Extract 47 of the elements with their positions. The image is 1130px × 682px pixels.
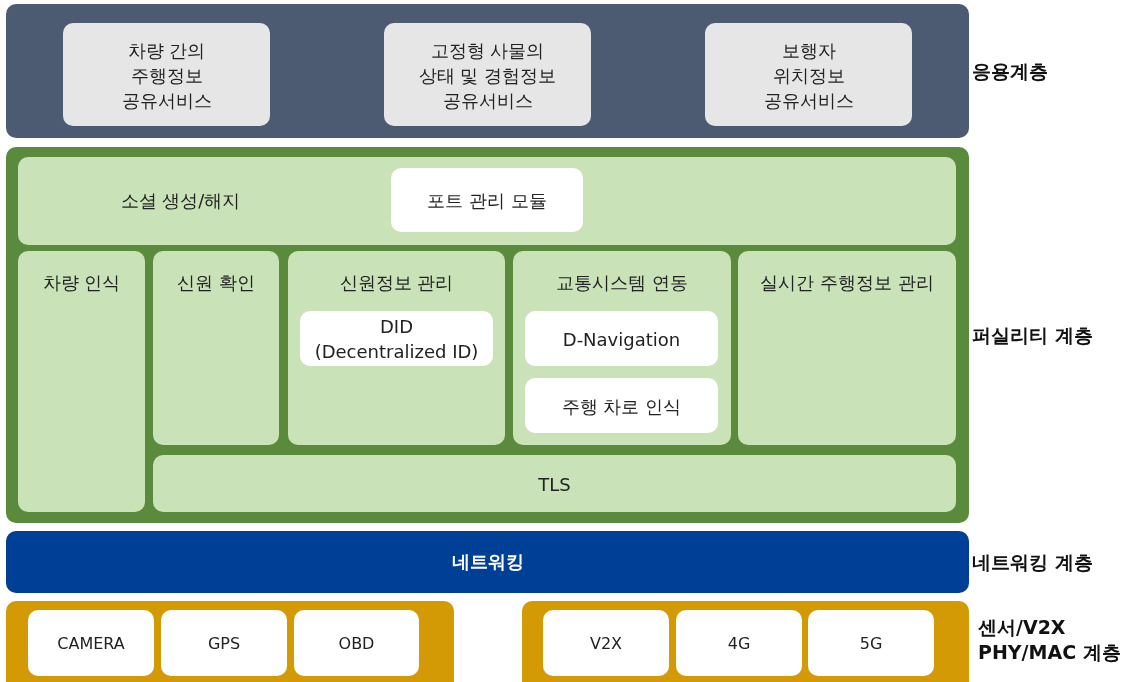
module-box — [288, 251, 505, 445]
layer-title: 네트워킹 — [450, 550, 525, 574]
module-box — [18, 157, 956, 245]
layer-band — [6, 601, 454, 682]
module-box — [391, 168, 583, 232]
layer-label: 퍼실리티 계층 — [972, 323, 1093, 348]
module-label: GPS — [206, 632, 242, 655]
module-label: 5G — [858, 632, 884, 655]
module-box — [153, 455, 956, 512]
module-label: OBD — [337, 632, 376, 655]
module-box — [300, 311, 493, 366]
module-label: 보행자 위치정보 공유서비스 — [762, 38, 855, 112]
module-label: 4G — [726, 632, 752, 655]
layer-label: 응용계층 — [972, 59, 1048, 84]
module-label: 신원정보 관리 — [338, 271, 455, 295]
module-label: 차량 간의 주행정보 공유서비스 — [120, 38, 213, 112]
module-label: DID (Decentralized ID) — [314, 314, 479, 364]
service-box — [384, 23, 591, 126]
module-label: 소셜 생성/해지 — [119, 189, 242, 213]
module-box — [153, 251, 279, 445]
module-label: 주행 차로 인식 — [560, 394, 683, 418]
module-box — [513, 251, 731, 445]
module-box — [525, 311, 718, 366]
module-label: 고정형 사물의 상태 및 경험정보 공유서비스 — [417, 38, 558, 112]
layer-band — [522, 601, 969, 682]
service-box — [705, 23, 912, 126]
module-label: D-Navigation — [561, 327, 682, 351]
device-box — [676, 610, 802, 676]
device-box — [161, 610, 287, 676]
device-box — [294, 610, 419, 676]
module-box — [18, 251, 145, 512]
layer-label: 네트워킹 계층 — [972, 550, 1093, 575]
module-box — [525, 378, 718, 433]
module-label: 실시간 주행정보 관리 — [759, 271, 935, 295]
device-box — [28, 610, 154, 676]
module-label: V2X — [588, 632, 624, 655]
module-box — [738, 251, 956, 445]
layer-label: 센서/V2X PHY/MAC 계층 — [978, 615, 1122, 665]
module-label: 포트 관리 모듈 — [426, 188, 548, 213]
module-label: CAMERA — [56, 632, 126, 655]
module-label: 교통시스템 연동 — [555, 271, 689, 295]
module-label: 차량 인식 — [41, 271, 122, 295]
module-label: 신원 확인 — [176, 271, 256, 295]
service-box — [63, 23, 270, 126]
device-box — [808, 610, 934, 676]
module-label: TLS — [537, 472, 572, 496]
device-box — [543, 610, 669, 676]
